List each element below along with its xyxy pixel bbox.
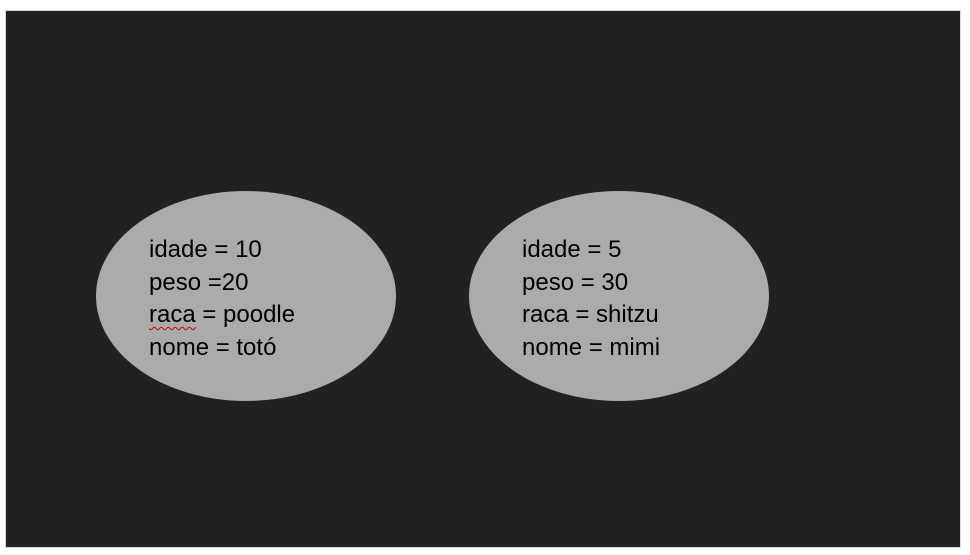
object-ellipse-1: idade = 10 peso =20 raca = poodle nome =… (96, 191, 396, 401)
object-2-nome: nome = mimi (522, 333, 661, 361)
object-2-idade: idade = 5 (522, 236, 622, 263)
object-1-attributes: idade = 10 peso =20 raca = poodle nome =… (149, 234, 295, 364)
object-1-raca-value: = poodle (195, 301, 296, 328)
spellcheck-flagged-word: raca (149, 301, 196, 328)
object-1-idade: idade = 10 (149, 236, 262, 263)
object-1-nome: nome = totó (149, 333, 277, 361)
object-1-raca: raca = poodle (149, 299, 295, 332)
object-2-peso: peso = 30 (522, 268, 629, 296)
object-1-peso: peso =20 (149, 268, 249, 296)
object-2-attributes: idade = 5 peso = 30 raca = shitzu nome =… (522, 234, 660, 364)
object-2-raca: raca = shitzu (522, 301, 659, 328)
object-ellipse-2: idade = 5 peso = 30 raca = shitzu nome =… (469, 191, 769, 401)
slide-canvas: idade = 10 peso =20 raca = poodle nome =… (5, 10, 961, 548)
